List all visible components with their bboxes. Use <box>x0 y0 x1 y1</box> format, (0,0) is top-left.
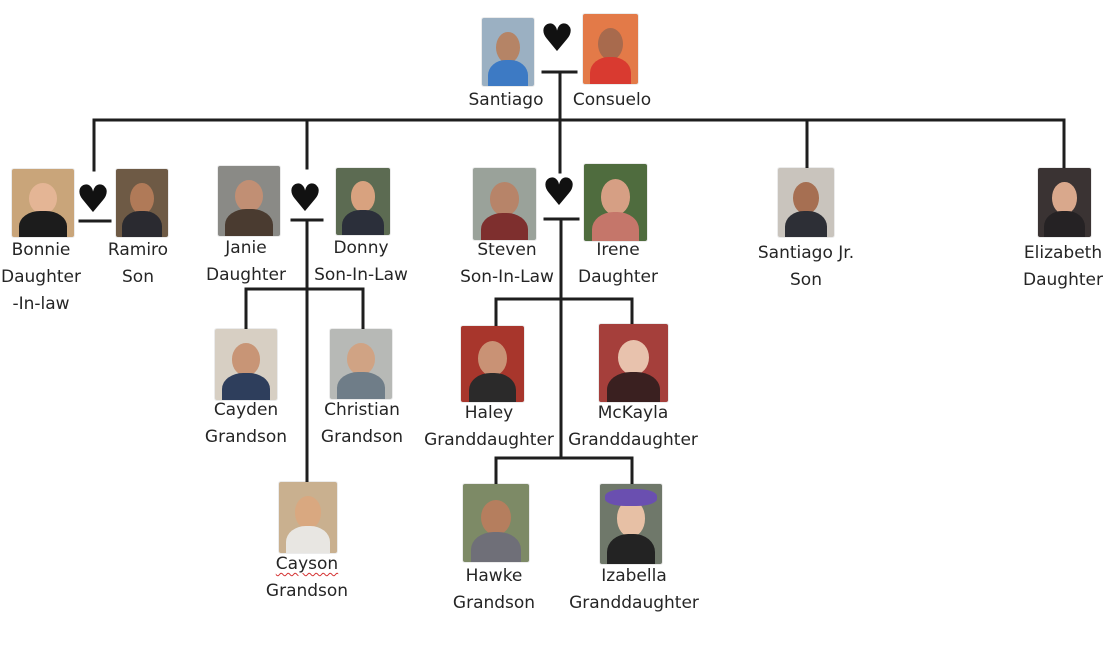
label-elizabeth: Elizabeth Daughter <box>1023 240 1103 294</box>
name-izabella: Izabella <box>601 566 667 586</box>
name-janie: Janie <box>225 238 267 258</box>
heart-icon: ♥ <box>288 176 323 220</box>
photo-hawke <box>463 484 529 562</box>
role-cayson: Grandson <box>265 581 349 601</box>
role2-bonnie: -In-law <box>12 294 70 314</box>
role-cayden: Grandson <box>204 427 288 447</box>
heart-icon: ♥ <box>542 170 577 214</box>
photo-christian <box>330 329 392 399</box>
label-janie: Janie Daughter <box>206 235 286 289</box>
name-steven: Steven <box>477 240 537 260</box>
name-bonnie: Bonnie <box>11 240 71 260</box>
label-christian: Christian Grandson <box>321 397 403 451</box>
photo-consuelo <box>583 14 638 84</box>
photo-haley <box>461 326 524 402</box>
photo-janie <box>218 166 280 236</box>
name-christian: Christian <box>324 400 400 420</box>
role-haley: Granddaughter <box>424 430 554 450</box>
name-santiago-jr: Santiago Jr. <box>757 243 855 263</box>
label-haley: Haley Granddaughter <box>424 400 554 454</box>
label-ramiro: Ramiro Son <box>108 237 168 291</box>
role-ramiro: Son <box>122 267 154 287</box>
name-ramiro: Ramiro <box>107 240 169 260</box>
heart-icon: ♥ <box>76 177 111 221</box>
photo-bonnie <box>12 169 74 237</box>
role-mckayla: Granddaughter <box>568 430 698 450</box>
heart-icon: ♥ <box>540 16 575 60</box>
photo-ramiro <box>116 169 168 237</box>
photo-cayden <box>215 329 277 400</box>
role-irene: Daughter <box>578 267 658 287</box>
label-irene: Irene Daughter <box>578 237 658 291</box>
photo-santiago <box>482 18 534 86</box>
name-cayden: Cayden <box>213 400 279 420</box>
photo-izabella <box>600 484 662 564</box>
label-hawke: Hawke Grandson <box>453 563 535 617</box>
label-donny: Donny Son-In-Law <box>314 235 408 289</box>
label-santiago-jr: Santiago Jr. Son <box>758 240 854 294</box>
photo-cayson <box>279 482 337 553</box>
role-janie: Daughter <box>206 265 286 285</box>
role-hawke: Grandson <box>452 593 536 613</box>
label-santiago: Santiago <box>469 87 544 114</box>
photo-irene <box>584 164 647 241</box>
name-consuelo: Consuelo <box>572 90 652 110</box>
role-christian: Grandson <box>320 427 404 447</box>
name-cayson: Cayson <box>275 554 339 574</box>
name-hawke: Hawke <box>465 566 523 586</box>
label-cayden: Cayden Grandson <box>205 397 287 451</box>
label-cayson: Cayson Grandson <box>266 551 348 605</box>
name-haley: Haley <box>464 403 514 423</box>
label-consuelo: Consuelo <box>573 87 651 114</box>
photo-steven <box>473 168 536 240</box>
name-donny: Donny <box>333 238 389 258</box>
label-bonnie: Bonnie Daughter -In-law <box>1 237 81 318</box>
role-donny: Son-In-Law <box>314 265 408 285</box>
photo-elizabeth <box>1038 168 1091 237</box>
role-elizabeth: Daughter <box>1023 270 1103 290</box>
role-santiago-jr: Son <box>790 270 822 290</box>
name-santiago: Santiago <box>468 90 544 110</box>
label-mckayla: McKayla Granddaughter <box>568 400 698 454</box>
photo-santiago-jr <box>778 168 834 237</box>
name-elizabeth: Elizabeth <box>1023 243 1103 263</box>
name-irene: Irene <box>596 240 640 260</box>
photo-mckayla <box>599 324 668 402</box>
role-steven: Son-In-Law <box>460 267 554 287</box>
label-steven: Steven Son-In-Law <box>460 237 554 291</box>
role-izabella: Granddaughter <box>569 593 699 613</box>
name-mckayla: McKayla <box>597 403 669 423</box>
photo-donny <box>336 168 390 235</box>
label-izabella: Izabella Granddaughter <box>569 563 699 617</box>
role-bonnie: Daughter <box>1 267 81 287</box>
